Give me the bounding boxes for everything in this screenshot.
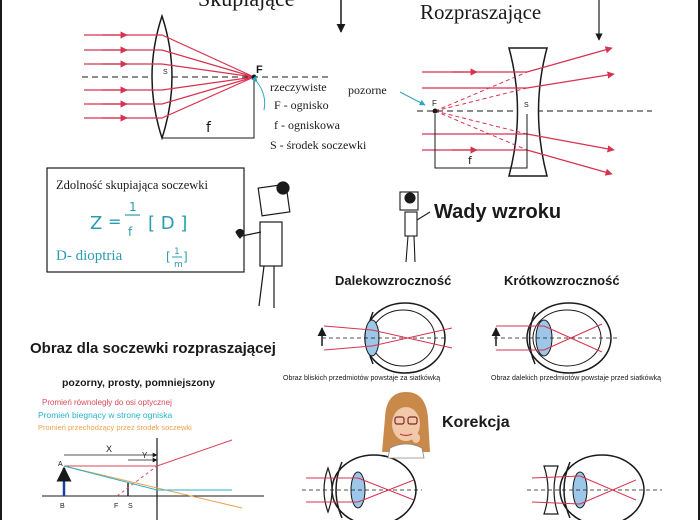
heading-correction: Korekcja [442,414,510,431]
svg-text:X: X [106,444,112,454]
legend-focal-length: f - ogniskowa [274,118,340,132]
focal-length-bracket [434,114,528,169]
stick-figure-teacher [235,181,291,308]
center-label: S [524,102,529,109]
svg-text:1: 1 [129,200,137,214]
near-sightedness-caption: Obraz dalekich przedmiotów powstaje prze… [491,375,662,382]
virtual-label: pozorne [348,83,387,97]
svg-text:1: 1 [174,247,180,257]
svg-text:[: [ [166,250,171,264]
focal-length-label: f [468,154,473,167]
heading-converging: Skupiające [198,0,295,11]
power-formula: Z = 1 f [ D ] [ 1 m ] [90,200,188,270]
focal-length-bracket [162,80,255,139]
svg-text:B: B [60,503,65,510]
correction-far [302,454,422,520]
center-label: S [163,69,168,76]
legend-center: S - środek soczewki [270,138,367,152]
power-box-title: Zdolność skupiająca soczewki [56,178,209,192]
svg-text:Z: Z [90,213,102,234]
heading-diverging-image: Obraz dla soczewki rozpraszającej [30,340,276,357]
converging-lens-diagram: F S f [82,13,332,141]
far-sightedness-caption: Obraz bliskich przedmiotów powstaje za s… [283,375,441,382]
svg-text:m: m [174,260,183,270]
diverging-rays [422,46,615,176]
svg-text:=: = [108,212,121,231]
legend-focus: F - ognisko [274,98,329,112]
diopter-label: D- dioptria [56,248,123,264]
pointer-arrow-icon [399,91,426,106]
diverging-lens-diagram: F S f [399,46,652,177]
heading-diverging: Rozpraszające [420,0,541,24]
converging-rays [84,31,255,122]
near-sightedness-title: Krótkowzroczność [504,273,620,288]
ray-legend-focus: Promień biegnący w stronę ogniska [38,410,173,420]
svg-text:A: A [58,461,63,468]
convex-correction-lens [323,466,333,514]
correction-near [527,454,662,520]
virtual-rays [434,71,528,151]
svg-text:F: F [114,503,118,510]
svg-text:f: f [128,225,133,239]
svg-text:]: ] [183,250,188,264]
image-properties: pozorny, prosty, pomniejszony [62,377,216,389]
image-construction-diagram: X Y A B F S [42,438,264,520]
focal-length-label: f [206,120,212,136]
eye-diagram-far [317,302,453,374]
svg-text:[ D ]: [ D ] [148,213,187,234]
eye-diagram-near [491,302,617,374]
focus-label: F [432,99,437,108]
heading-defects: Wady wzroku [434,201,562,223]
avatar [382,392,430,459]
pointer-arrow-icon [251,75,266,111]
convex-lens [151,13,173,141]
power-box [46,167,245,273]
ray-legend-center: Promień przechodzący przez środek soczew… [38,423,192,432]
stick-figure-small [399,191,431,263]
ray-legend-parallel: Promień równoległy do osi optycznej [42,398,172,407]
focus-point [432,108,438,114]
focus-label: F [256,64,263,76]
svg-text:Y: Y [142,451,148,460]
svg-text:S: S [128,503,133,510]
legend-real: rzeczywiste [270,80,327,94]
concave-lens [508,47,548,177]
far-sightedness-title: Dalekowzroczność [335,273,452,288]
